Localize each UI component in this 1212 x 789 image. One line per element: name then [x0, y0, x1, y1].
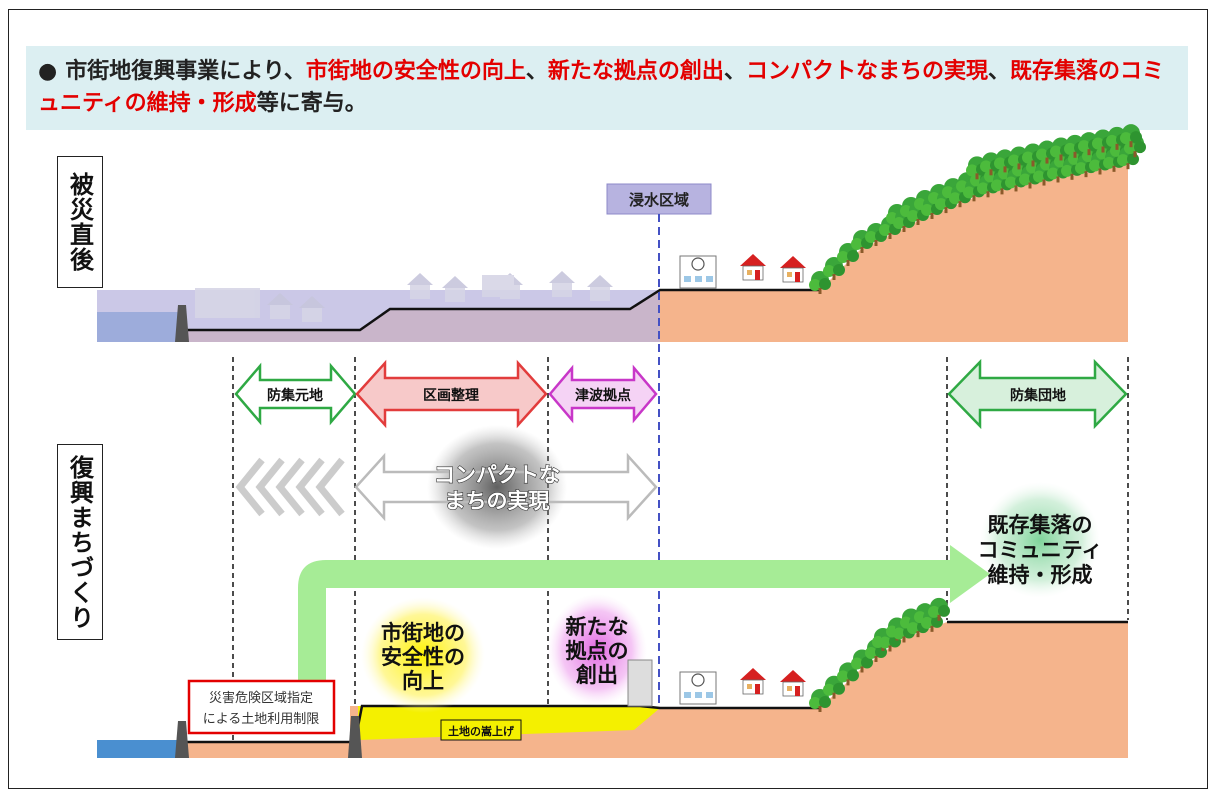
existing-glow: [980, 482, 1100, 598]
zone-label-tsunami-kyoten: 津波拠点: [575, 387, 631, 404]
banner-phrase: 、: [525, 59, 548, 84]
raise-label-box: [440, 719, 522, 741]
compact-line-2: まちの実現: [445, 489, 550, 513]
zone-label-bouju-danchi: 防集団地: [1010, 387, 1066, 404]
newbase-line-1: 新たな: [566, 615, 629, 639]
compact-glow: [427, 425, 567, 549]
seawall-outer: [175, 721, 189, 758]
existing-line-1: 既存集落の: [988, 513, 1093, 537]
summary-banner: [26, 46, 1188, 130]
seawall-before: [175, 305, 189, 342]
banner-phrase: 等に寄与。: [256, 91, 367, 116]
highlight-phrase: 新たな拠点の創出: [547, 59, 724, 84]
seawall-inner: [348, 716, 362, 758]
safety-glow: [361, 597, 485, 713]
label-after: 復興まちづくり: [57, 444, 103, 640]
existing-line-3: 維持・形成: [988, 563, 1093, 587]
highlight-phrase: 既存集落のコミュニティの維持・形成: [38, 59, 1164, 116]
newbase-line-2: 拠点の: [566, 639, 629, 663]
newbase-line-3: 創出: [576, 663, 618, 687]
summary-text: ●市街地復興事業により、市街地の安全性の向上、新たな拠点の創出、コンパクトなまち…: [38, 56, 1178, 120]
new-base-building: [627, 659, 653, 707]
existing-line-2: コミュニティ: [978, 538, 1103, 562]
arrow-compact: [354, 452, 658, 522]
arrow-kukaku-seiri: [355, 359, 548, 429]
restriction-line-1: 災害危険区域指定: [209, 690, 313, 706]
arrow-tsunami-kyoten: [548, 364, 658, 424]
bullet-icon: ●: [38, 59, 58, 84]
zone-label-bouju-motochi: 防集元地: [267, 387, 323, 404]
community-flow-arrow: [298, 545, 990, 680]
chevron-arrows: [235, 457, 345, 517]
highlight-phrase: 市街地の安全性の向上: [305, 59, 526, 84]
highlight-phrase: コンパクトなまちの実現: [745, 59, 988, 84]
banner-phrase: 、: [723, 59, 746, 84]
banner-phrase: 、: [987, 59, 1010, 84]
flood-zone-box: [606, 183, 712, 215]
compact-line-1: コンパクトな: [434, 463, 560, 487]
safety-line-2: 安全性の: [381, 645, 465, 669]
arrow-bouju-danchi: [947, 358, 1128, 430]
label-before: 被災直後: [57, 156, 103, 288]
safety-line-1: 市街地の: [381, 621, 465, 645]
arrow-bouju-motochi: [234, 362, 357, 426]
flood-zone-label: 浸水区域: [629, 191, 689, 209]
zone-label-kukaku-seiri: 区画整理: [423, 387, 479, 404]
newbase-glow: [547, 594, 647, 706]
sea-after: [97, 740, 183, 758]
raise-label: 土地の嵩上げ: [448, 724, 515, 738]
ground-before: [180, 165, 1128, 342]
restriction-line-2: による土地利用制限: [203, 712, 320, 727]
ghost-houses: [195, 271, 613, 322]
banner-phrase: 市街地復興事業により、: [65, 59, 306, 84]
restriction-box: [187, 679, 336, 735]
safety-line-3: 向上: [402, 669, 444, 693]
